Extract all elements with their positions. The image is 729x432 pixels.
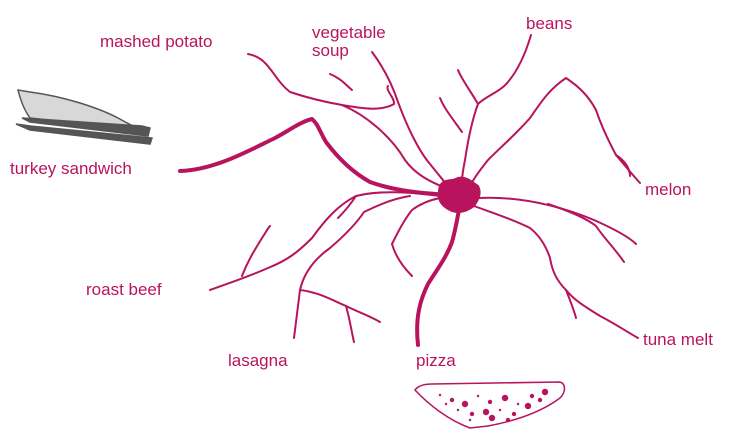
label-pizza: pizza — [416, 352, 456, 370]
label-beans: beans — [526, 15, 572, 33]
dendrite-tuna-melt — [474, 206, 638, 338]
dendrite-lasagna-b — [300, 290, 380, 322]
pizza-topping — [469, 419, 471, 421]
dendrite-mashed-potato — [248, 54, 394, 109]
pizza-topping — [439, 394, 441, 396]
dendrite-tuna-melt-d — [548, 204, 624, 262]
dendrite-lasagna — [294, 196, 410, 338]
dendrite-turkey-sandwich — [180, 119, 448, 195]
pizza-topping — [450, 398, 454, 402]
dendrite-lasagna-d — [392, 198, 440, 244]
pizza-topping — [457, 409, 459, 411]
dendrite-beans-b — [458, 70, 478, 104]
pizza-topping — [489, 415, 495, 421]
pizza-topping — [517, 403, 519, 405]
dendrite-lasagna-c — [346, 306, 354, 342]
dendrite-beans-c — [440, 98, 462, 132]
label-lasagna: lasagna — [228, 352, 288, 370]
label-turkey-sandwich: turkey sandwich — [10, 160, 132, 178]
label-melon: melon — [645, 181, 691, 199]
dendrite-lasagna-e — [392, 244, 412, 276]
label-tuna-melt: tuna melt — [643, 331, 713, 349]
pizza-topping — [470, 412, 474, 416]
pizza-topping — [488, 400, 492, 404]
label-vegetable-soup-line2: soup — [312, 42, 386, 60]
pizza-topping — [530, 394, 534, 398]
pizza-topping — [525, 403, 531, 409]
pizza-topping — [502, 395, 508, 401]
dendrite-beans — [462, 35, 531, 182]
label-vegetable-soup: vegetable soup — [312, 24, 386, 60]
pizza-topping — [512, 412, 516, 416]
label-vegetable-soup-line1: vegetable — [312, 24, 386, 42]
dendrite-vegetable-soup-b — [330, 74, 352, 90]
pizza-topping — [542, 389, 548, 395]
turkey-sandwich-drawing — [16, 90, 152, 144]
pizza-topping — [483, 409, 489, 415]
label-roast-beef: roast beef — [86, 281, 162, 299]
pizza-topping — [445, 403, 447, 405]
dendrite-pizza — [417, 205, 460, 345]
dendrite-branches — [180, 35, 640, 345]
pizza-slice-outline — [415, 382, 565, 428]
pizza-topping — [506, 418, 510, 422]
dendrite-roast-beef — [210, 192, 440, 290]
pizza-slice-drawing — [415, 382, 565, 428]
pizza-topping — [538, 398, 542, 402]
pizza-topping — [462, 401, 468, 407]
neuron-cell-body — [439, 178, 480, 212]
label-mashed-potato: mashed potato — [100, 33, 212, 51]
pizza-topping — [477, 395, 479, 397]
dendrite-melon — [470, 78, 640, 186]
pizza-topping — [499, 409, 501, 411]
dendrite-tuna-melt-c — [478, 198, 636, 244]
